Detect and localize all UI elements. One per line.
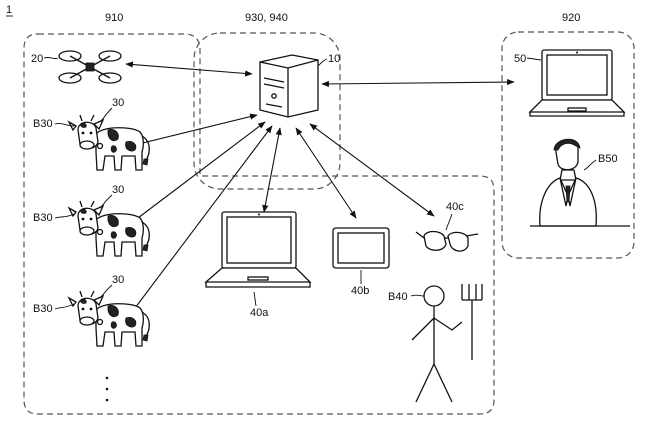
cow-3-label: B30: [33, 303, 53, 315]
cow-1: [68, 114, 150, 171]
figure-number: 1: [6, 4, 12, 16]
tablet-40b-label: 40b: [351, 285, 369, 297]
more-cows-ellipsis: [105, 376, 109, 402]
laptop-40a: [204, 211, 312, 288]
link-drone-server: [125, 61, 253, 77]
drone-label: 20: [31, 53, 43, 65]
tablet-40b: [332, 227, 390, 269]
cow-2: [68, 200, 150, 257]
laptop-40a-label: 40a: [250, 307, 269, 319]
cow-1-tag: 30: [112, 97, 124, 109]
link-cow2-server: [129, 121, 266, 225]
cow-1-label: B30: [33, 118, 53, 130]
link-laptop-server: [262, 127, 282, 213]
server-label: 10: [328, 53, 340, 65]
remote-person-label: B50: [598, 153, 618, 165]
link-tablet-server: [295, 127, 357, 219]
cow-2-label: B30: [33, 212, 53, 224]
cow-2-tag: 30: [112, 184, 124, 196]
drone: [58, 50, 122, 84]
link-glasses-server: [309, 123, 435, 217]
farmer-label: B40: [388, 291, 408, 303]
server-region-label: 930, 940: [245, 12, 288, 24]
link-cow3-server: [131, 125, 273, 313]
farmer: [411, 284, 483, 403]
remote-person: [530, 138, 630, 227]
remote-laptop: [528, 49, 626, 117]
server-region: [193, 32, 341, 190]
connections: [121, 61, 515, 313]
farm-region-label: 910: [105, 12, 123, 24]
glasses-40c-label: 40c: [446, 201, 464, 213]
remote-region: [501, 31, 635, 259]
link-server-remote: [321, 78, 515, 88]
cow-3-tag: 30: [112, 274, 124, 286]
cow-3: [68, 290, 150, 347]
glasses-40c: [415, 230, 479, 252]
server: [259, 54, 319, 118]
remote-laptop-label: 50: [514, 53, 526, 65]
remote-region-label: 920: [562, 12, 580, 24]
